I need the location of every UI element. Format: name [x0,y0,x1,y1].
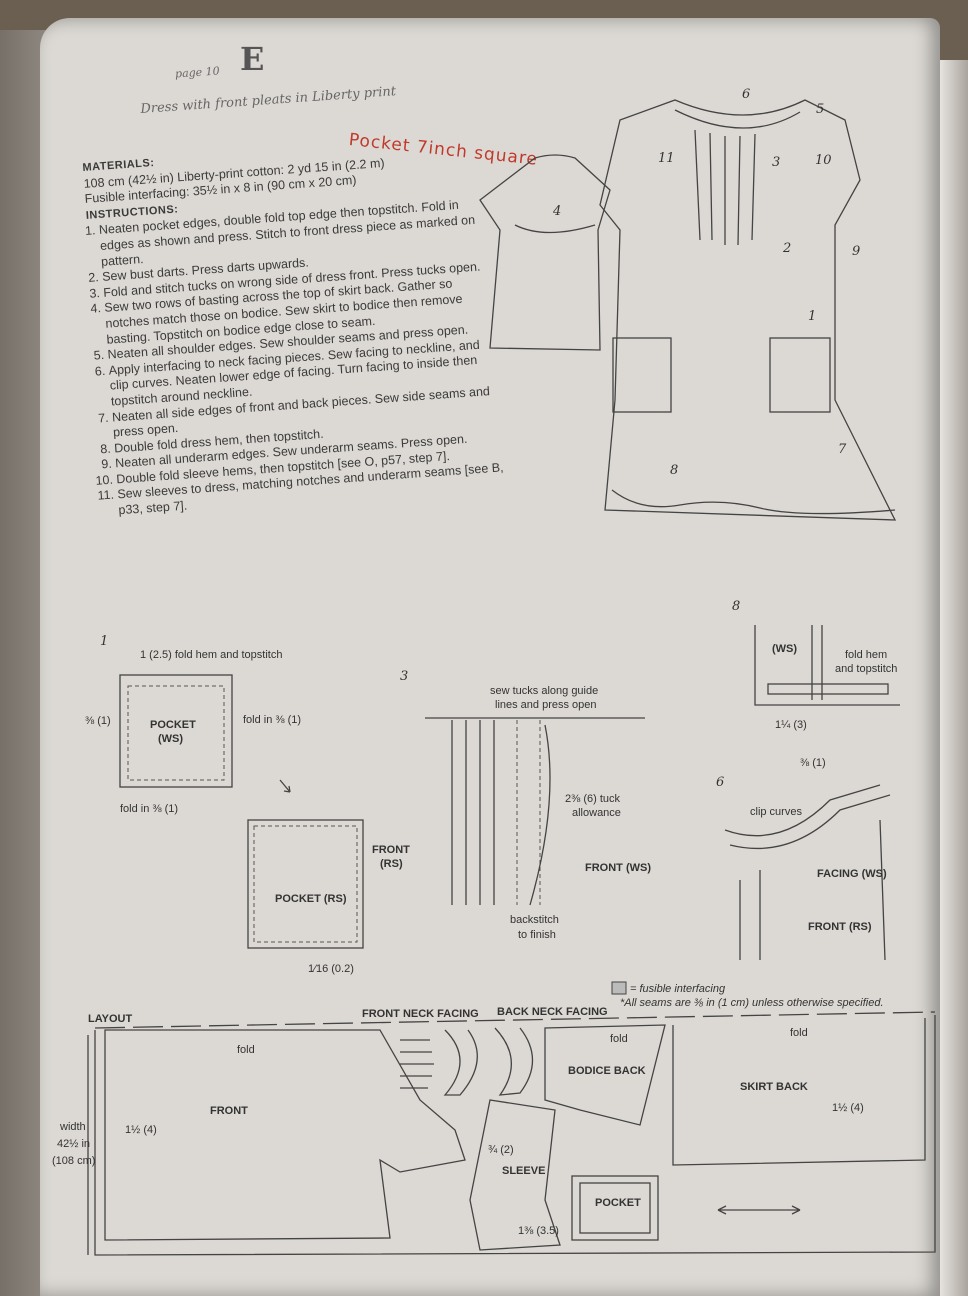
layout-dim-left: 1½ (4) [125,1124,157,1136]
step-8-ws: (WS) [772,643,797,655]
step-1-diagram: 1 1 (2.5) fold hem and topstitch ⅜ (1) P… [85,634,410,975]
grainline-arrow [717,1205,801,1215]
pocket-rs-label: POCKET (RS) [275,893,347,905]
step-6-number: 6 [716,775,724,790]
step-1-number: 1 [100,634,108,649]
back-neck-facing-label: BACK NECK FACING [497,1006,608,1018]
width-label-1: width [59,1121,86,1133]
section-letter: E [240,40,265,78]
dress-callout-1: 1 [808,309,816,324]
step-8-fold-1: fold hem [845,649,887,661]
step-1-bottom-dim: 1⁄16 (0.2) [308,963,354,975]
front-neck-facing-label: FRONT NECK FACING [362,1008,479,1020]
step-6-clip: clip curves [750,806,802,818]
step-8-diagram: 8 (WS) fold hem and topstitch 1¼ (3) [732,599,900,731]
step-3-diagram: 3 sew tucks along guide lines and press … [400,669,651,941]
skirt-back-label: SKIRT BACK [740,1081,808,1093]
dress-callout-2: 2 [782,241,791,256]
step-1-fold-bottom: fold in ⅜ (1) [120,803,178,815]
step-8-dim: 1¼ (3) [775,719,807,731]
step-6-front: FRONT (RS) [808,921,872,933]
step-1-fold-hem-label: 1 (2.5) fold hem and topstitch [140,649,282,661]
step-3-note-2: lines and press open [495,699,597,711]
dress-callout-6: 6 [742,87,750,102]
fold-label-bodice: fold [610,1033,628,1045]
interfacing-swatch [611,981,627,995]
step-3-backstitch-1: backstitch [510,914,559,926]
layout-dim-right: 1½ (4) [832,1102,864,1114]
layout-label: LAYOUT [88,1013,132,1025]
dress-front-illustration: 6 5 11 3 10 2 9 1 7 8 [599,87,897,521]
front-rs-label: FRONT [372,844,410,856]
step-6-facing: FACING (WS) [817,868,887,880]
step-6-dim: ⅜ (1) [800,757,826,769]
dress-callout-4: 4 [552,204,561,219]
pocket-ws-label-2: (WS) [158,733,183,745]
sleeve-label: SLEEVE [502,1165,545,1177]
step-8-fold-2: and topstitch [835,663,897,675]
width-label-2: 42½ in [57,1138,90,1150]
layout-diagram: = fusible interfacing *All seams are ⅜ i… [52,981,936,1256]
dress-back-illustration: 4 [479,154,611,351]
dress-callout-8: 8 [670,463,678,478]
front-piece-label: FRONT [210,1105,248,1117]
bodice-back-label: BODICE BACK [568,1065,646,1077]
dress-callout-3: 3 [772,155,780,170]
layout-dim-sleeve-1: ¾ (2) [488,1144,514,1156]
step-3-tuck-1: 2⅜ (6) tuck [565,793,621,805]
step-6-diagram: 6 ⅜ (1) clip curves FACING (WS) FRONT (R… [716,757,891,961]
step-3-note-1: sew tucks along guide [490,685,598,697]
pocket-ws-label: POCKET [150,719,196,731]
dress-callout-11: 11 [658,151,675,166]
step-3-front-ws: FRONT (WS) [585,862,651,874]
step-1-fold-right: fold in ⅜ (1) [243,714,301,726]
dress-callout-9: 9 [852,244,860,259]
fold-label-front: fold [237,1044,255,1056]
step-1-left-dim: ⅜ (1) [85,715,111,727]
dress-callout-5: 5 [816,102,824,117]
dress-callout-10: 10 [815,153,832,168]
step-3-backstitch-2: to finish [518,929,556,941]
dress-callout-7: 7 [838,442,847,457]
pocket-layout-label: POCKET [595,1197,641,1209]
fold-label-skirt: fold [790,1027,808,1039]
step-3-tuck-2: allowance [572,807,621,819]
book-page [40,18,940,1296]
width-label-3: (108 cm) [52,1155,95,1167]
layout-seams-note: *All seams are ⅜ in (1 cm) unless otherw… [620,997,884,1009]
layout-dim-sleeve-2: 1⅜ (3.5) [518,1225,559,1237]
layout-legend: = fusible interfacing [630,983,726,995]
step-8-number: 8 [732,599,740,614]
step-3-number: 3 [400,669,408,684]
front-rs-label-2: (RS) [380,858,403,870]
